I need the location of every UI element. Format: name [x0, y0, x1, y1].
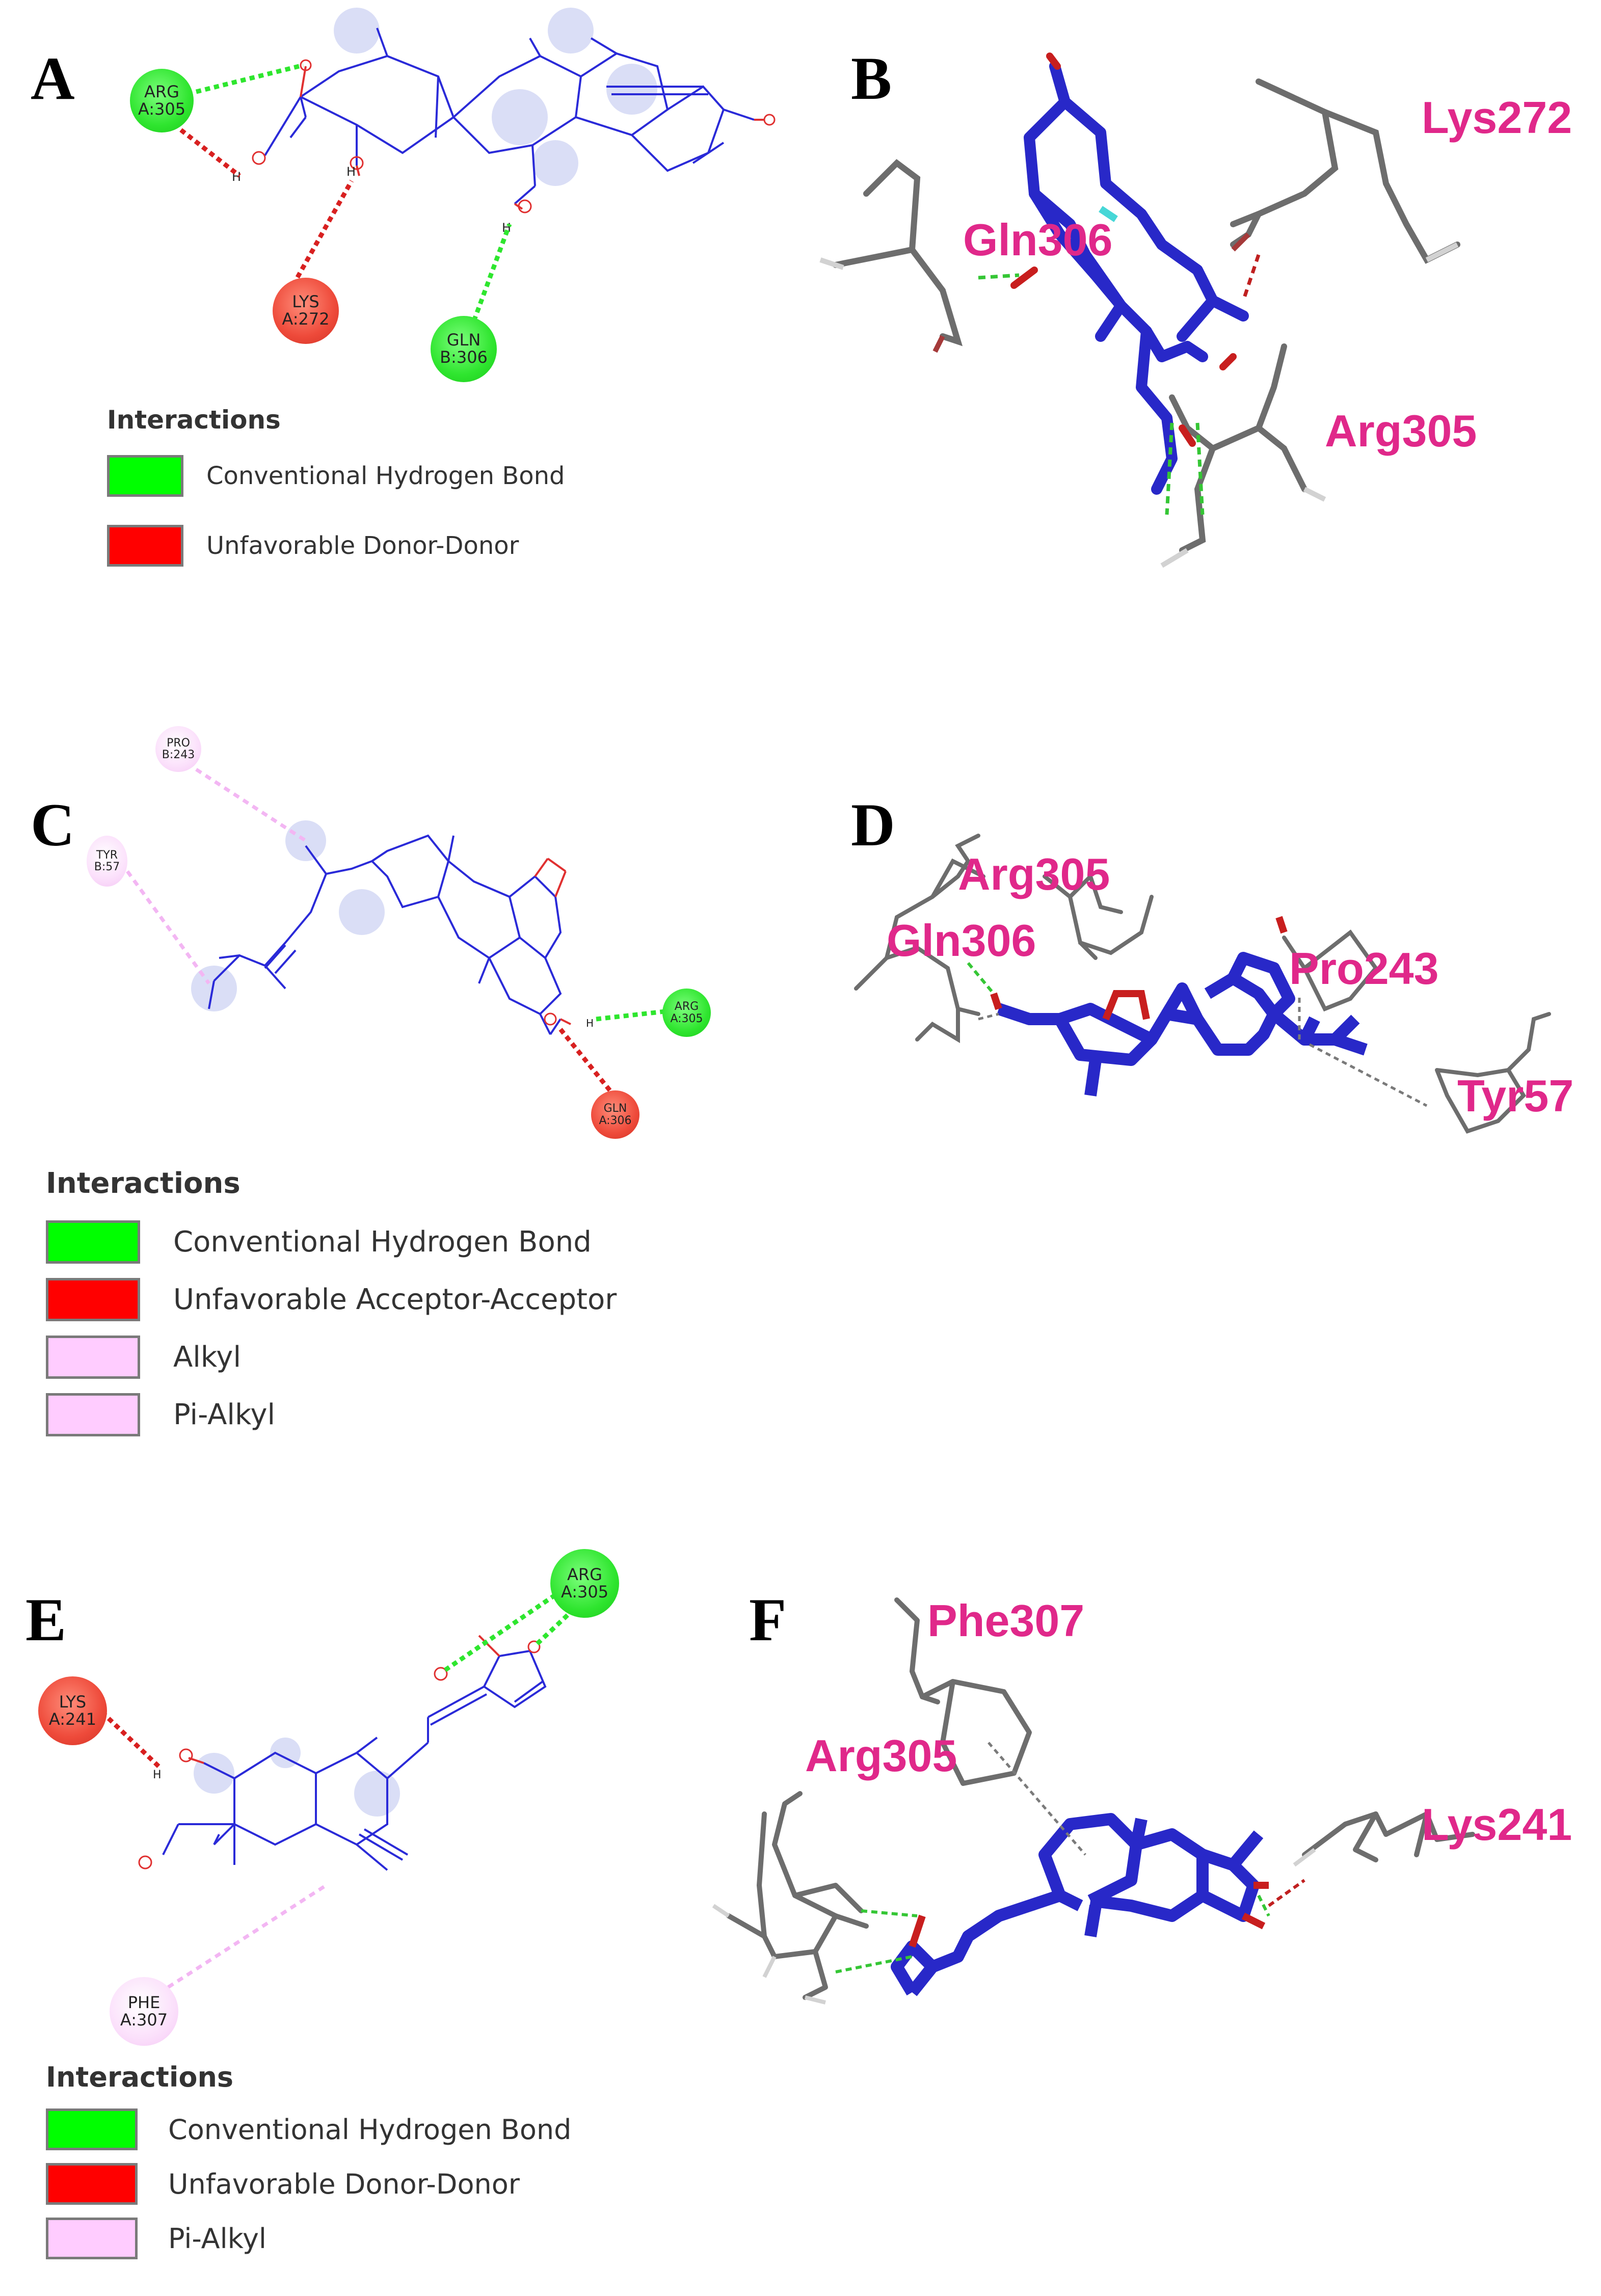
- label-pro243-d: Pro243: [1289, 943, 1439, 994]
- legend-swatch-red: [107, 525, 183, 567]
- residue-gln306-c: GLN A:306: [591, 1090, 639, 1139]
- legend-item-pi-alkyl: Pi-Alkyl: [46, 2218, 571, 2259]
- residue-gln306-a: GLN B:306: [431, 316, 497, 382]
- legend-item-hbond: Conventional Hydrogen Bond: [46, 1220, 617, 1264]
- residue-chain: B:243: [162, 749, 195, 761]
- label-arg305-b: Arg305: [1325, 406, 1477, 456]
- residue-name: LYS: [292, 292, 319, 312]
- residue-chain: A:272: [282, 309, 330, 329]
- legend-item-donor-donor: Unfavorable Donor-Donor: [107, 525, 565, 567]
- residue-tyr57-c: TYR B:57: [87, 836, 127, 887]
- legend-swatch-pink: [46, 2218, 138, 2259]
- residue-name: ARG: [567, 1564, 602, 1584]
- legend-swatch-red: [46, 1278, 140, 1321]
- residue-name: LYS: [59, 1692, 87, 1712]
- label-arg305-f: Arg305: [805, 1730, 957, 1781]
- legend-swatch-green: [46, 1220, 140, 1264]
- residue-chain: A:305: [138, 99, 186, 119]
- legend-a: Interactions Conventional Hydrogen Bond …: [107, 405, 565, 567]
- residue-name: PHE: [127, 1992, 161, 2012]
- legend-label: Unfavorable Donor-Donor: [206, 531, 519, 560]
- residue-lys272-a: LYS A:272: [273, 278, 339, 344]
- legend-title: Interactions: [46, 1167, 241, 1200]
- panel-b-letter: B: [851, 44, 892, 112]
- legend-item-donor-donor: Unfavorable Donor-Donor: [46, 2163, 571, 2205]
- legend-label: Unfavorable Acceptor-Acceptor: [173, 1283, 617, 1316]
- legend-item-pi-alkyl: Pi-Alkyl: [46, 1393, 617, 1436]
- label-gln306-b: Gln306: [963, 215, 1113, 265]
- legend-item-hbond: Conventional Hydrogen Bond: [107, 455, 565, 497]
- legend-title: Interactions: [107, 405, 281, 435]
- residue-pro243-c: PRO B:243: [155, 726, 201, 772]
- label-phe307-f: Phe307: [927, 1595, 1085, 1646]
- panel-f-letter: F: [749, 1586, 787, 1653]
- legend-item-alkyl: Alkyl: [46, 1336, 617, 1379]
- label-arg305-d: Arg305: [958, 849, 1110, 899]
- svg-text:H: H: [346, 165, 356, 179]
- legend-label: Pi-Alkyl: [173, 1398, 276, 1431]
- legend-label: Conventional Hydrogen Bond: [168, 2113, 572, 2146]
- residue-chain: A:307: [120, 2010, 168, 2030]
- panel-c-letter: C: [31, 791, 75, 859]
- residue-chain: A:305: [561, 1582, 609, 1601]
- residue-phe307-e: PHE A:307: [110, 1977, 178, 2046]
- label-tyr57-d: Tyr57: [1457, 1071, 1574, 1121]
- panel-e-letter: E: [25, 1586, 67, 1653]
- residue-arg305-c: ARG A:305: [662, 989, 711, 1037]
- residue-arg305-e: ARG A:305: [550, 1549, 619, 1618]
- residue-lys241-e: LYS A:241: [38, 1676, 107, 1745]
- residue-name: GLN: [446, 330, 481, 350]
- legend-label: Alkyl: [173, 1341, 241, 1374]
- residue-name: ARG: [144, 82, 179, 101]
- legend-swatch-green: [46, 2108, 138, 2150]
- residue-name: GLN: [603, 1102, 627, 1115]
- legend-swatch-red: [46, 2163, 138, 2205]
- legend-swatch-pink: [46, 1336, 140, 1379]
- residue-chain: B:306: [440, 348, 488, 367]
- svg-text:H: H: [153, 1769, 162, 1781]
- svg-text:H: H: [586, 1017, 594, 1029]
- residue-arg305-a: ARG A:305: [130, 69, 194, 132]
- residue-chain: B:57: [94, 861, 120, 873]
- legend-c: Interactions Conventional Hydrogen Bond …: [46, 1167, 617, 1436]
- legend-label: Unfavorable Donor-Donor: [168, 2168, 520, 2200]
- legend-item-acceptor-acceptor: Unfavorable Acceptor-Acceptor: [46, 1278, 617, 1321]
- residue-chain: A:306: [599, 1114, 632, 1127]
- residue-chain: A:241: [48, 1709, 97, 1729]
- residue-name: PRO: [167, 736, 190, 750]
- panel-a-letter: A: [31, 44, 75, 112]
- legend-e: Interactions Conventional Hydrogen Bond …: [46, 2061, 571, 2259]
- legend-title: Interactions: [46, 2061, 234, 2093]
- label-lys272-b: Lys272: [1422, 92, 1572, 143]
- label-gln306-d: Gln306: [887, 915, 1036, 966]
- legend-label: Conventional Hydrogen Bond: [173, 1225, 592, 1259]
- residue-name: ARG: [674, 1000, 699, 1013]
- legend-label: Conventional Hydrogen Bond: [206, 462, 565, 490]
- legend-swatch-green: [107, 455, 183, 497]
- panel-d-letter: D: [851, 791, 895, 859]
- legend-label: Pi-Alkyl: [168, 2222, 266, 2255]
- residue-chain: A:305: [670, 1012, 703, 1025]
- legend-swatch-pink: [46, 1393, 140, 1436]
- legend-item-hbond: Conventional Hydrogen Bond: [46, 2108, 571, 2150]
- residue-name: TYR: [96, 848, 118, 862]
- label-lys241-f: Lys241: [1422, 1799, 1572, 1850]
